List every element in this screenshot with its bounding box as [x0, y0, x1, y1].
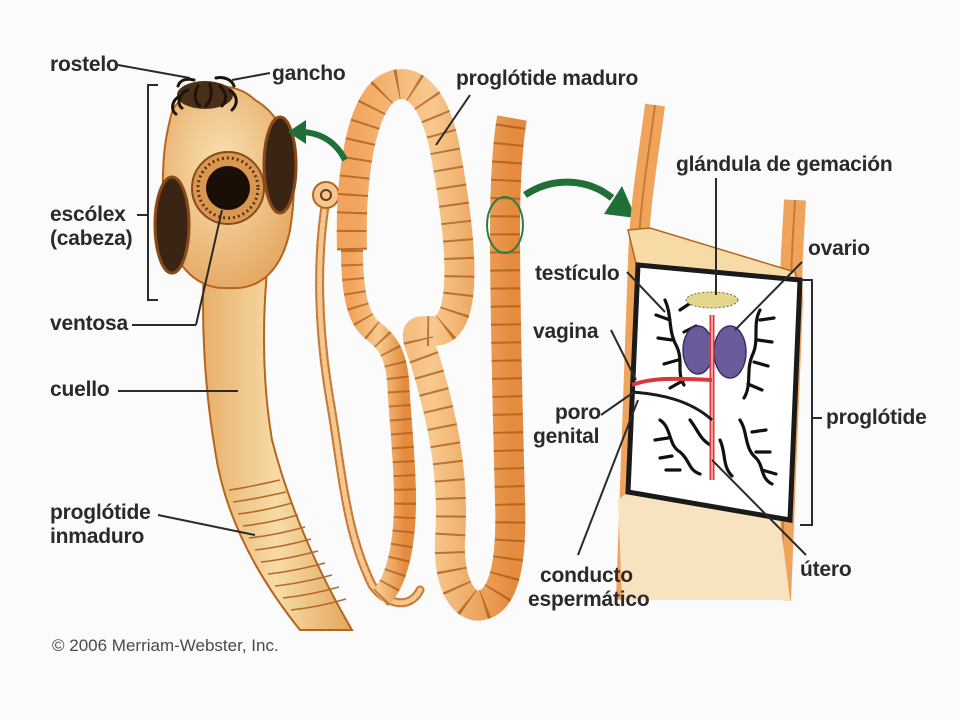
- ovary-left: [682, 325, 714, 375]
- label-escolex-line2: (cabeza): [50, 227, 133, 250]
- label-proglotide: proglótide: [826, 406, 927, 429]
- label-poro-genital: poro genital: [533, 401, 601, 449]
- sucker-right-side: [262, 115, 298, 215]
- scolex-illustration: [153, 76, 354, 631]
- label-proglotide-maduro: proglótide maduro: [456, 67, 639, 90]
- label-testiculo: testículo: [535, 262, 620, 285]
- label-conducto-line1: conducto: [540, 564, 633, 587]
- label-poro-genital-line1: poro: [555, 401, 601, 424]
- proglottid-illustration: [616, 103, 806, 601]
- label-gancho: gancho: [272, 62, 346, 85]
- copyright-text: © 2006 Merriam-Webster, Inc.: [52, 636, 279, 655]
- arrow-to-proglottid: [523, 178, 636, 218]
- rostellum: [177, 81, 233, 109]
- label-conducto-espermatico: conducto espermático: [528, 564, 650, 612]
- label-proglotide-inmaduro-line2: inmaduro: [50, 525, 145, 548]
- neck-body: [202, 248, 354, 631]
- label-escolex-line1: escólex: [50, 203, 126, 226]
- label-rostelo: rostelo: [50, 53, 119, 76]
- immature-segment-stripes: [228, 479, 347, 611]
- label-proglotide-inmaduro-line1: proglótide: [50, 501, 151, 524]
- leader-lines: [117, 64, 822, 556]
- label-vagina: vagina: [533, 320, 599, 343]
- label-escolex: escólex (cabeza): [50, 203, 133, 251]
- sucker-left-side: [153, 175, 191, 275]
- label-conducto-line2: espermático: [528, 588, 650, 611]
- arrow-to-scolex: [288, 120, 348, 162]
- label-glandula-gemacion: glándula de gemación: [676, 153, 893, 176]
- sperm-duct: [631, 390, 714, 422]
- label-cuello: cuello: [50, 378, 110, 401]
- label-proglotide-inmaduro: proglótide inmaduro: [50, 501, 151, 549]
- mini-scolex: [312, 181, 340, 209]
- ovary-right: [713, 325, 747, 379]
- label-ovario: ovario: [808, 237, 870, 260]
- magnified-segment-marker: [486, 196, 524, 254]
- hooks: [171, 76, 238, 116]
- label-ventosa: ventosa: [50, 312, 128, 335]
- vagina-duct: [631, 376, 713, 387]
- vitelline-gland: [685, 291, 739, 309]
- label-utero: útero: [800, 558, 852, 581]
- label-poro-genital-line2: genital: [533, 425, 600, 448]
- strobila-illustration: [312, 69, 527, 621]
